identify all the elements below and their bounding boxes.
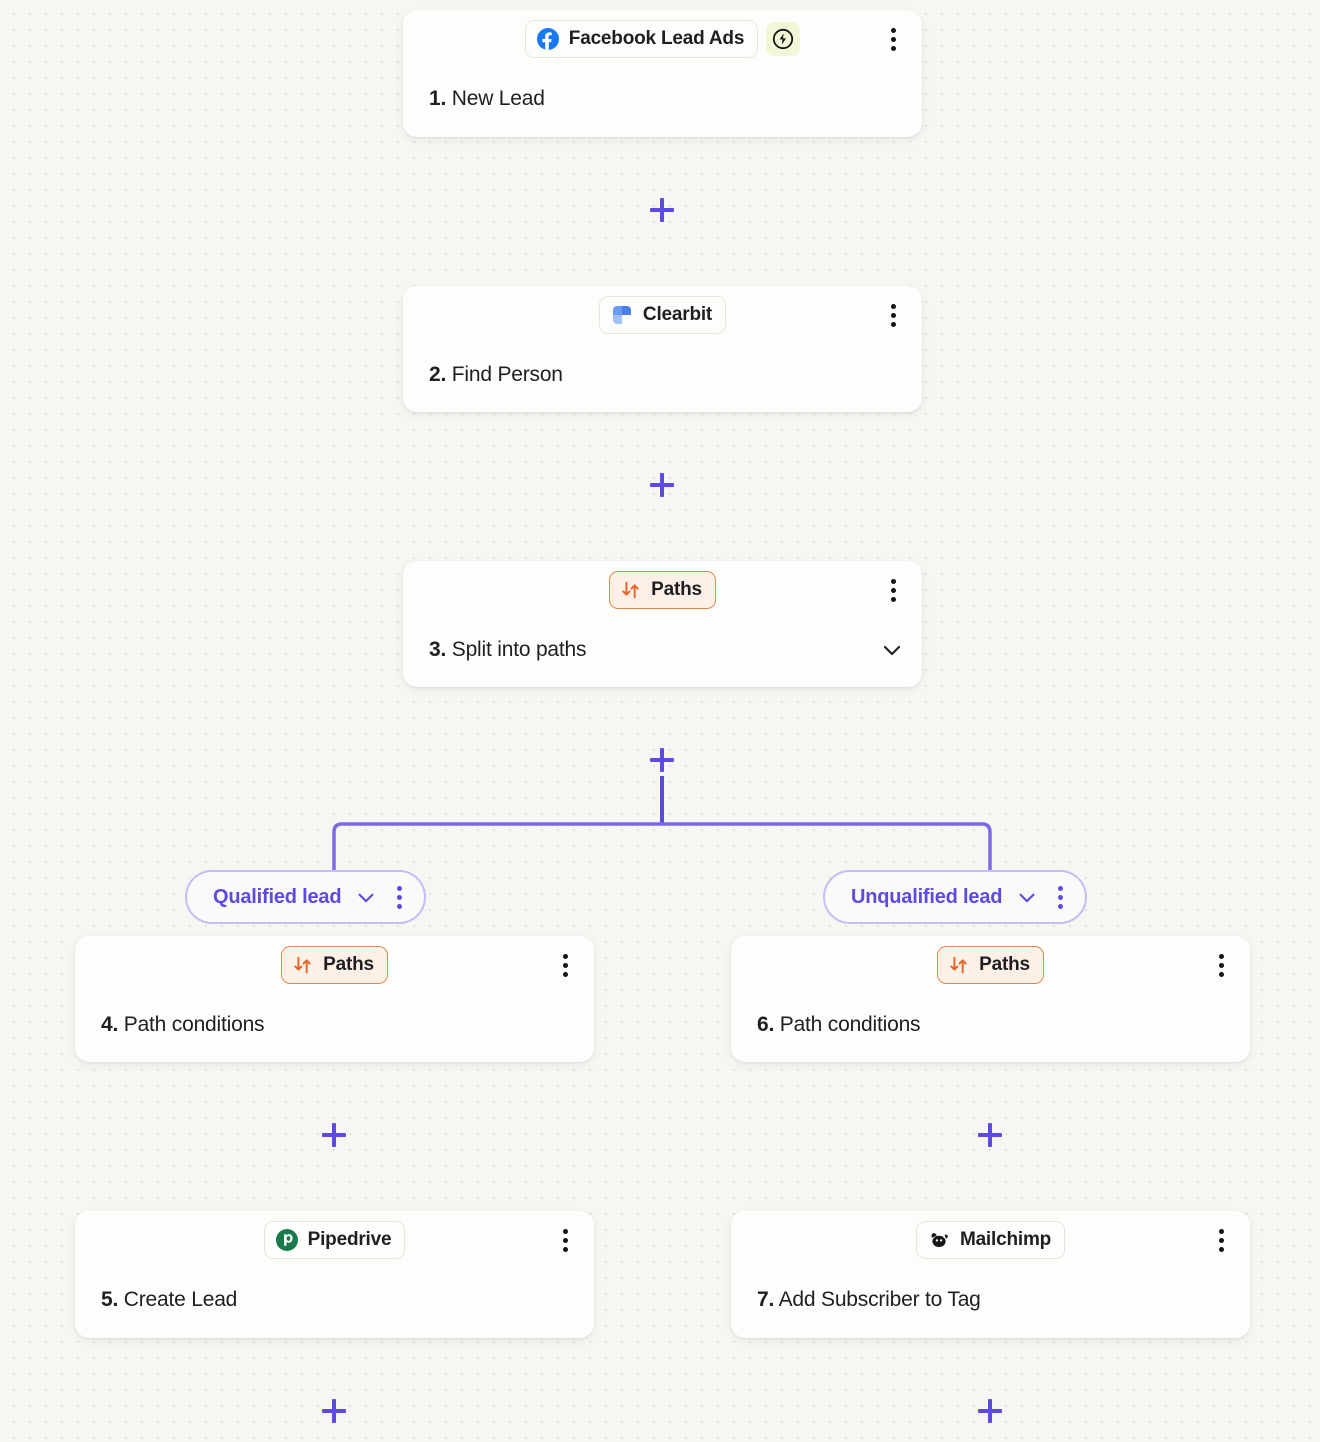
node-7-app-label: Mailchimp [959, 1229, 1052, 1250]
paths-icon [620, 579, 642, 601]
node-4-app-label: Paths [323, 954, 374, 975]
node-1-header: Facebook Lead Ads [403, 10, 922, 68]
workflow-node-4[interactable]: Paths 4. Path conditions [75, 936, 594, 1062]
paths-icon [948, 954, 970, 976]
node-3-app-label: Paths [651, 579, 702, 600]
node-2-body: 2. Find Person [403, 344, 922, 406]
workflow-node-6[interactable]: Paths 6. Path conditions [731, 936, 1250, 1062]
node-1-title: 1. New Lead [429, 87, 545, 110]
chevron-down-icon[interactable] [880, 638, 904, 662]
node-3-body: 3. Split into paths [403, 619, 922, 681]
add-step-button[interactable] [975, 1396, 1005, 1426]
node-7-title: 7. Add Subscriber to Tag [757, 1288, 981, 1311]
add-step-button[interactable] [975, 1120, 1005, 1150]
node-2-app-label: Clearbit [642, 304, 713, 325]
add-step-button[interactable] [319, 1120, 349, 1150]
node-7-app-chip[interactable]: Mailchimp [915, 1221, 1066, 1259]
node-2-menu-button[interactable] [878, 300, 908, 330]
node-4-body: 4. Path conditions [75, 994, 594, 1056]
node-6-body: 6. Path conditions [731, 994, 1250, 1056]
node-1-app-label: Facebook Lead Ads [568, 28, 745, 49]
path-left-label: Qualified lead [213, 885, 342, 908]
node-5-body: 5. Create Lead [75, 1269, 594, 1331]
path-right-menu-button[interactable] [1052, 882, 1069, 913]
node-6-title: 6. Path conditions [757, 1013, 921, 1036]
node-5-app-chip[interactable]: Pipedrive [263, 1221, 406, 1259]
node-7-menu-button[interactable] [1206, 1225, 1236, 1255]
add-step-button[interactable] [319, 1396, 349, 1426]
workflow-node-1[interactable]: Facebook Lead Ads 1. New Lead [403, 10, 922, 137]
node-5-app-label: Pipedrive [307, 1229, 392, 1250]
mailchimp-icon [927, 1228, 951, 1252]
node-2-title: 2. Find Person [429, 363, 563, 386]
workflow-node-3[interactable]: Paths 3. Split into paths [403, 561, 922, 687]
node-6-app-chip[interactable]: Paths [937, 946, 1044, 984]
node-3-app-chip[interactable]: Paths [609, 571, 716, 609]
path-label-qualified-lead[interactable]: Qualified lead [185, 870, 427, 924]
node-5-title: 5. Create Lead [101, 1288, 238, 1311]
node-7-header: Mailchimp [731, 1211, 1250, 1269]
add-step-button[interactable] [647, 195, 677, 225]
node-3-header: Paths [403, 561, 922, 619]
pipedrive-icon [275, 1228, 299, 1252]
node-2-app-chip[interactable]: Clearbit [598, 296, 727, 334]
node-3-title: 3. Split into paths [429, 638, 587, 661]
node-4-title: 4. Path conditions [101, 1013, 265, 1036]
node-6-app-label: Paths [979, 954, 1030, 975]
workflow-node-2[interactable]: Clearbit 2. Find Person [403, 286, 922, 412]
workflow-node-5[interactable]: Pipedrive 5. Create Lead [75, 1211, 594, 1338]
clearbit-icon [610, 303, 634, 327]
node-2-header: Clearbit [403, 286, 922, 344]
node-7-body: 7. Add Subscriber to Tag [731, 1269, 1250, 1331]
path-left-menu-button[interactable] [391, 882, 408, 913]
path-label-unqualified-lead[interactable]: Unqualified lead [823, 870, 1088, 924]
node-5-menu-button[interactable] [550, 1225, 580, 1255]
node-3-menu-button[interactable] [878, 575, 908, 605]
node-1-body: 1. New Lead [403, 68, 922, 130]
node-1-app-chip[interactable]: Facebook Lead Ads [524, 20, 759, 58]
path-right-label: Unqualified lead [851, 885, 1003, 908]
node-1-menu-button[interactable] [878, 24, 908, 54]
facebook-icon [536, 27, 560, 51]
chevron-down-icon[interactable] [1016, 886, 1038, 908]
workflow-node-7[interactable]: Mailchimp 7. Add Subscriber to Tag [731, 1211, 1250, 1338]
node-5-header: Pipedrive [75, 1211, 594, 1269]
lightning-trigger-icon [766, 22, 801, 56]
add-step-button[interactable] [647, 745, 677, 775]
paths-icon [292, 954, 314, 976]
node-4-header: Paths [75, 936, 594, 994]
chevron-down-icon[interactable] [355, 886, 377, 908]
add-step-button[interactable] [647, 470, 677, 500]
node-6-header: Paths [731, 936, 1250, 994]
node-4-app-chip[interactable]: Paths [281, 946, 388, 984]
node-4-menu-button[interactable] [550, 950, 580, 980]
node-6-menu-button[interactable] [1206, 950, 1236, 980]
